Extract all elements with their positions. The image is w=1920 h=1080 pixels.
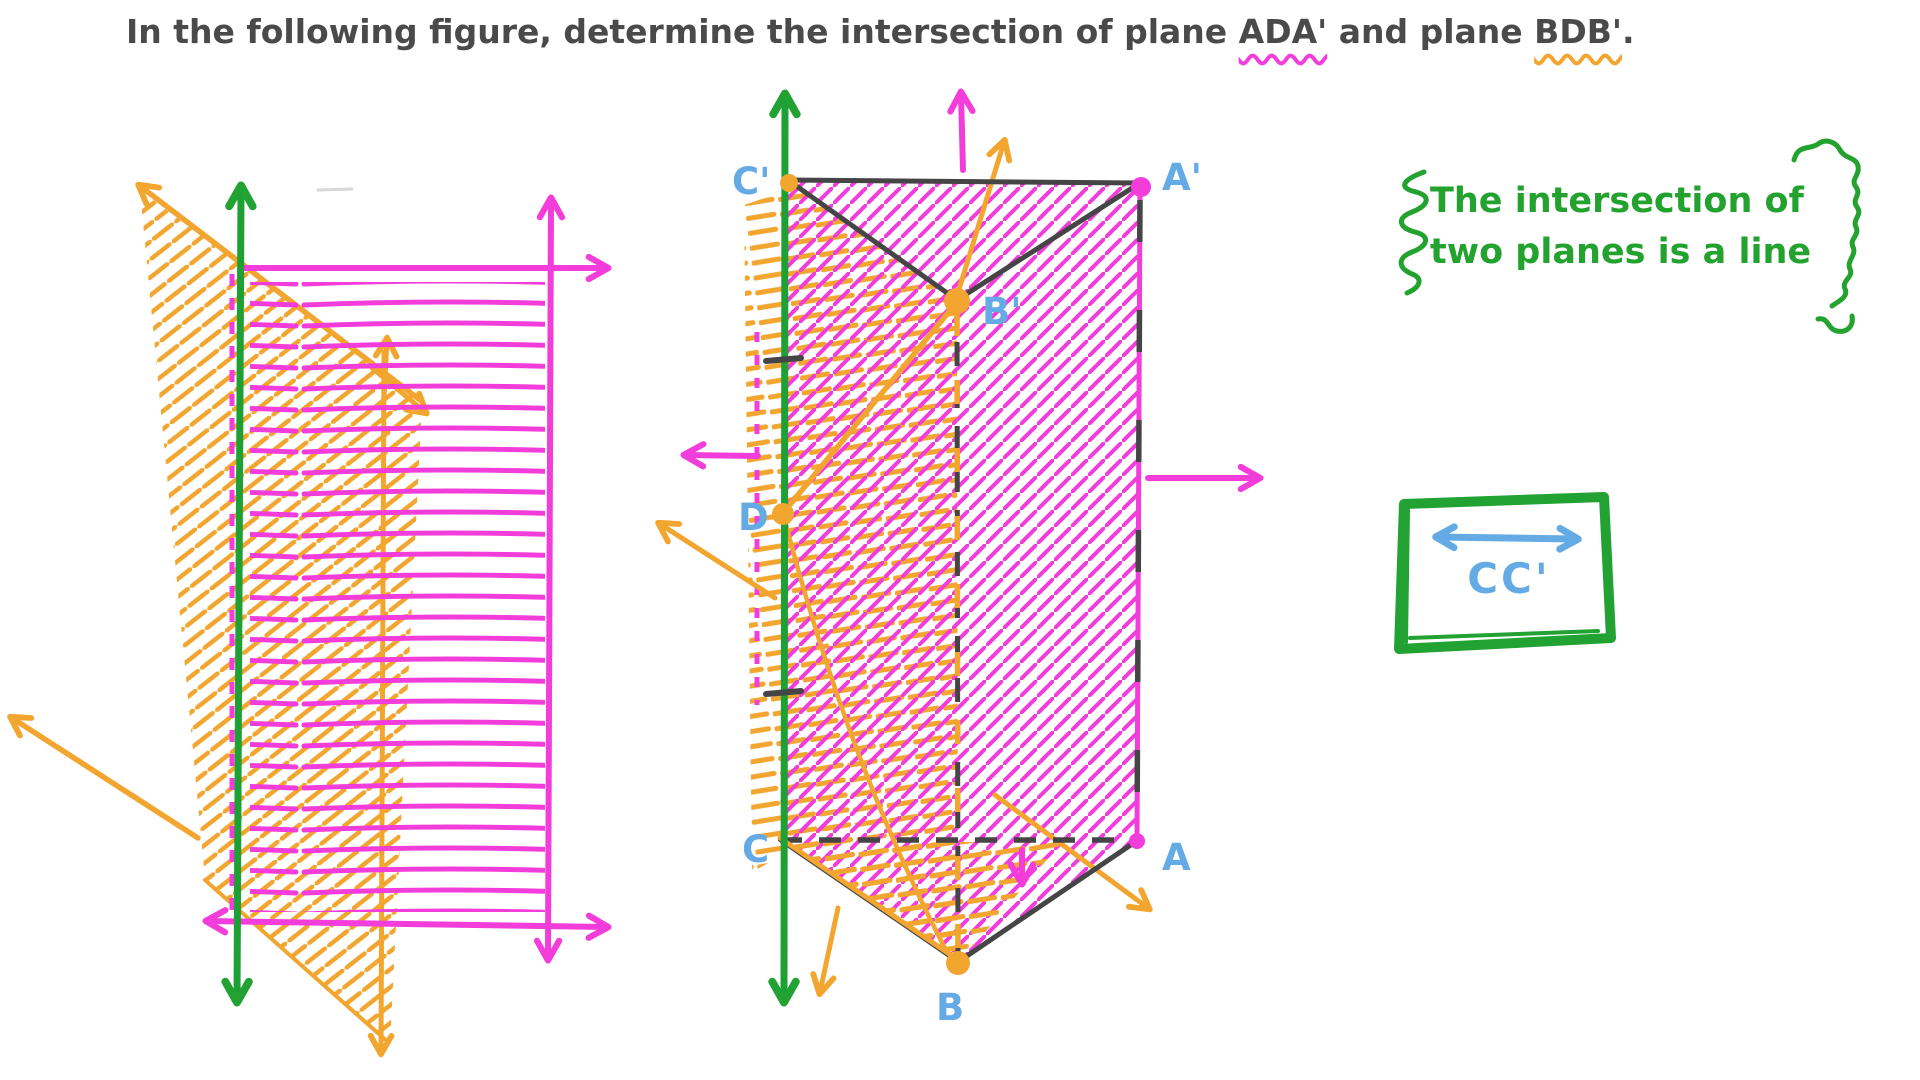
segment-D-B-curved: [780, 510, 953, 961]
title-prefix: In the following figure, determine the i…: [126, 12, 1239, 51]
edge-Cprime-Aprime: [785, 177, 1143, 186]
hint-note-line1: The intersection of: [1430, 181, 1804, 221]
orange-ext-arrow-downright: [992, 792, 1153, 913]
orange-plane-downleft-arrow: [7, 713, 201, 841]
vertex-label-a: A: [1162, 836, 1191, 879]
edge-Cprime-Bprime: [785, 177, 960, 303]
segment-D-Bprime: [780, 299, 960, 516]
line-CCprime-green: [768, 89, 801, 1007]
pink-ext-arrow-left: [680, 441, 761, 470]
edge-A-B: [955, 837, 1141, 965]
orange-ext-arrow-downleft: [810, 905, 841, 998]
question-title: In the following figure, determine the i…: [126, 12, 1635, 51]
plane-ada-label: ADA': [1238, 12, 1328, 51]
line-notation-double-arrow: [1432, 523, 1582, 553]
prism-figure: [655, 88, 1264, 1007]
title-conjunction: and plane: [1327, 12, 1535, 51]
orange-ext-arrow-upright: [954, 136, 1013, 299]
vertex-label-c: C: [742, 828, 770, 871]
pink-ext-arrow-up: [947, 88, 976, 173]
note-squiggle-right-tail: [1815, 313, 1855, 334]
answer-box-border-doubled: [1404, 508, 1600, 644]
vertex-dot-d: [772, 503, 794, 525]
prism-top-face-pink-hatch: [788, 182, 1140, 300]
vertex-label-d: D: [738, 496, 769, 539]
left-intersection-line-green: [221, 181, 257, 1007]
stray-mark: [316, 187, 354, 192]
note-decorations: [1398, 138, 1862, 334]
tick-mark-lower: [763, 688, 804, 697]
vertex-label-b: B: [936, 986, 965, 1029]
note-squiggle-left: [1398, 169, 1429, 296]
vertex-dot-b-prime: [944, 288, 970, 314]
left-pink-plane-hatch: [250, 282, 545, 912]
plane-bdb-label: BDB': [1534, 12, 1622, 51]
hint-note-line2: two planes is a line: [1430, 231, 1812, 272]
vertex-dot-a: [1129, 833, 1145, 849]
orange-ext-arrow-upleft: [655, 519, 778, 601]
prism-left-column-pink-crosshatch: [780, 182, 958, 962]
vertex-dot-b: [946, 951, 970, 975]
answer-box-border: [1394, 492, 1616, 654]
vertex-dot-c-prime: [780, 174, 798, 192]
answer-value: CC': [1467, 554, 1551, 603]
vertex-dot-a-prime: [1131, 177, 1151, 197]
hint-note: The intersection of two planes is a line: [1430, 176, 1811, 278]
pink-plane-bottom-edge-arrows: [202, 907, 612, 941]
left-figure-two-planes: [7, 181, 612, 1058]
title-suffix: .: [1621, 12, 1635, 51]
note-squiggle-right: [1791, 138, 1862, 309]
edge-C-B-orange: [777, 835, 961, 963]
edge-Bprime-Aprime: [954, 180, 1143, 303]
pink-plane-right-edge-arrows: [533, 194, 566, 964]
edge-Aprime-A-pink: [1134, 185, 1143, 841]
vertex-label-a-prime: A': [1162, 156, 1202, 199]
vertex-label-b-prime: B': [982, 290, 1022, 333]
edge-Bprime-B-hidden-dashed: [954, 299, 961, 963]
prism-right-face-pink-hatch: [957, 185, 1140, 962]
vertex-label-c-prime: C': [732, 160, 771, 203]
answer-box: [1394, 492, 1616, 654]
tick-mark-upper: [763, 355, 804, 364]
